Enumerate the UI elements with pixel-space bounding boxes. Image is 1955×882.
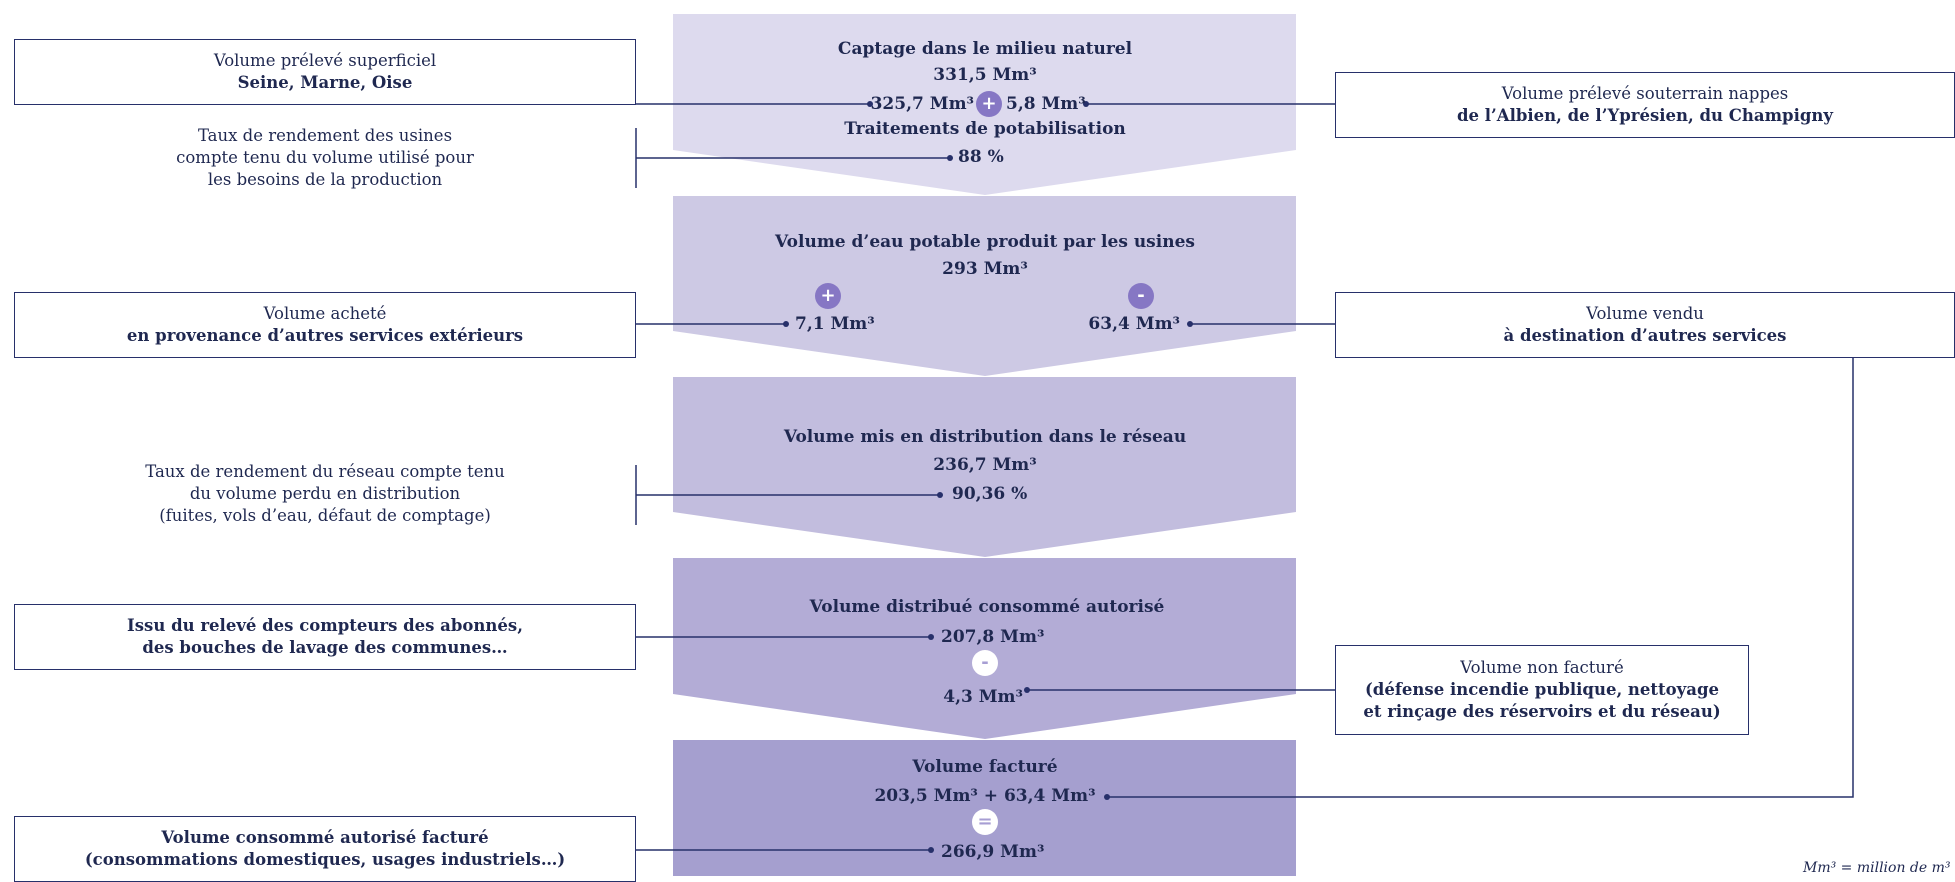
callout-meters-line2: des bouches de lavage des communes… [142,638,508,657]
callout-billed-line2: (consommations domestiques, usages indus… [84,850,566,869]
stage-5-title: Volume facturé [912,757,1058,777]
stage-5-sum: 203,5 Mm³ + 63,4 Mm³ [874,786,1096,806]
stage-2-title: Volume d’eau potable produit par les usi… [775,232,1195,252]
callout-surface-line2: Seine, Marne, Oise [237,73,413,92]
stage-2-total: 293 Mm³ [942,259,1028,279]
callout-bought-line1: Volume acheté [263,304,387,323]
callout-sold-line2: à destination d’autres services [1503,326,1787,345]
stage-1-title: Captage dans le milieu naturel [837,39,1133,59]
stage-5-shape [673,740,1296,876]
stage-2-shape [673,196,1296,376]
callout-network-rate-line3: (fuites, vols d’eau, défaut de comptage) [159,506,491,525]
callout-bought-line2: en provenance d’autres services extérieu… [126,326,524,345]
callout-sold-line1: Volume vendu [1586,304,1704,323]
callout-unbilled-line2: (défense incendie publique, nettoyage [1364,680,1719,699]
callout-network-rate-line2: du volume perdu en distribution [189,484,461,503]
callout-plant-rate: Taux de rendement des usines compte tenu… [150,125,500,191]
callout-billed-line1: Volume consommé autorisé facturé [161,828,489,847]
plus-icon: + [976,91,1002,117]
callout-meters: Issu du relevé des compteurs des abonnés… [14,604,636,670]
stage-3-shape [673,377,1296,557]
minus-icon: - [1128,283,1154,309]
callout-plant-rate-line1: Taux de rendement des usines [197,126,453,145]
stage-1-surface-value: 325,7 Mm³ [870,94,974,114]
connector-dots [783,101,1193,853]
stage-1-ground-value: 5,8 Mm³ [1006,94,1086,114]
equals-icon: = [972,809,998,835]
callout-ground-line2: de l’Albien, de l’Yprésien, du Champigny [1457,106,1833,125]
stage-4-title: Volume distribué consommé autorisé [809,597,1165,617]
stage-3-rate: 90,36 % [952,484,1028,504]
stage-5-total: 266,9 Mm³ [941,842,1045,862]
callout-surface: Volume prélevé superficiel Seine, Marne,… [14,39,636,105]
stage-3-title: Volume mis en distribution dans le résea… [783,427,1187,447]
stage-1-total: 331,5 Mm³ [933,65,1037,85]
callout-meters-line1: Issu du relevé des compteurs des abonnés… [127,616,523,635]
stage-3-total: 236,7 Mm³ [933,455,1037,475]
stage-2-sold-value: 63,4 Mm³ [1088,314,1180,334]
callout-network-rate-line1: Taux de rendement du réseau compte tenu [145,462,505,481]
callout-surface-line1: Volume prélevé superficiel [213,51,437,70]
callout-ground: Volume prélevé souterrain nappes de l’Al… [1335,72,1955,138]
callout-bought: Volume acheté en provenance d’autres ser… [14,292,636,358]
callout-ground-line1: Volume prélevé souterrain nappes [1501,84,1789,103]
callout-unbilled-line1: Volume non facturé [1460,658,1624,677]
callout-sold: Volume vendu à destination d’autres serv… [1335,292,1955,358]
callout-billed: Volume consommé autorisé facturé (consom… [14,816,636,882]
minus-icon: - [972,650,998,676]
stage-4-total: 207,8 Mm³ [941,627,1045,647]
callout-plant-rate-line2: compte tenu du volume utilisé pour [176,148,474,167]
callout-unbilled-line3: et rinçage des réservoirs et du réseau) [1363,702,1721,721]
stage-4-shape [673,558,1296,739]
footnote-unit: Mm³ = million de m³ [1803,860,1951,876]
callout-plant-rate-line3: les besoins de la production [207,170,443,189]
stage-1-rate: 88 % [958,147,1004,167]
plus-icon: + [815,283,841,309]
connector-sold-to-billed [1107,358,1854,798]
stage-1-treatment: Traitements de potabilisation [844,119,1126,139]
stage-4-unbilled-value: 4,3 Mm³ [943,687,1023,707]
stage-2-bought-value: 7,1 Mm³ [795,314,875,334]
callout-unbilled: Volume non facturé (défense incendie pub… [1335,645,1749,735]
callout-network-rate: Taux de rendement du réseau compte tenu … [120,461,530,527]
